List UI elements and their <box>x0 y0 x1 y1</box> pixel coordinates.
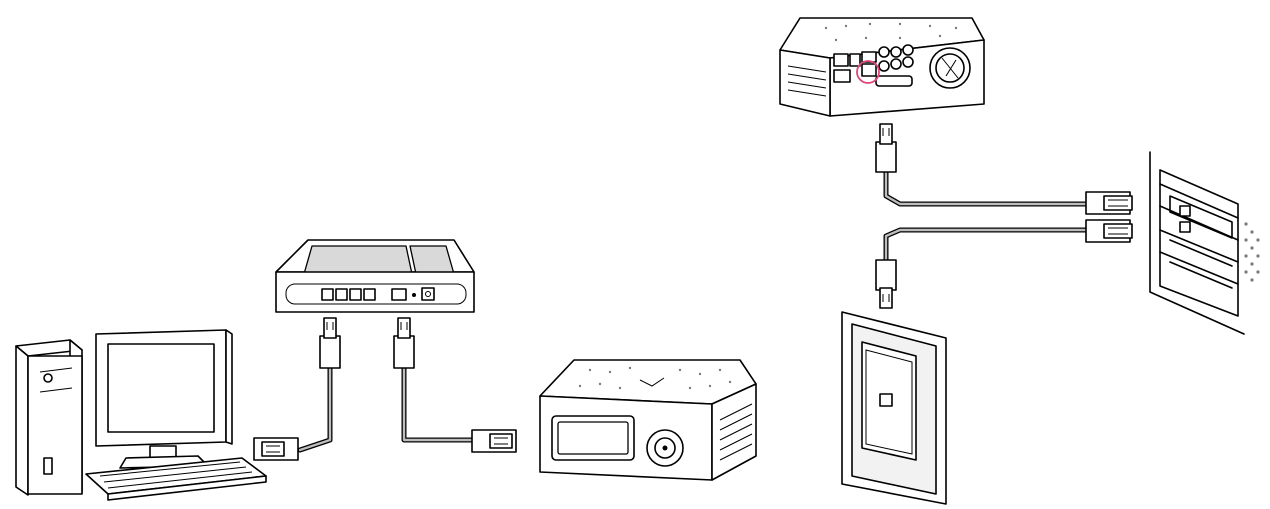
rj45-plug-pc-top <box>1085 191 1133 215</box>
projector <box>779 17 985 117</box>
lan-port-highlight <box>856 60 880 84</box>
wall-outlet <box>841 311 947 505</box>
cable-projector-to-pc <box>883 167 1091 207</box>
media-player <box>539 359 757 481</box>
rj45-plug-router-left <box>319 317 341 369</box>
rj45-plug-projector <box>875 123 897 173</box>
monitor <box>95 329 233 469</box>
cable-router-to-media-player <box>401 361 477 443</box>
rj45-plug-pc-bottom <box>1085 219 1133 243</box>
rj45-plug-computer <box>253 437 299 461</box>
cable-router-to-computer <box>297 361 333 453</box>
router <box>275 239 475 313</box>
cable-wall-to-pc <box>883 227 1091 265</box>
keyboard <box>85 457 267 501</box>
desktop-tower <box>15 339 83 496</box>
pc-back-panel <box>1149 151 1260 335</box>
rj45-plug-wall <box>875 259 897 309</box>
rj45-plug-router-right <box>393 317 415 369</box>
rj45-plug-media-player <box>471 429 517 453</box>
